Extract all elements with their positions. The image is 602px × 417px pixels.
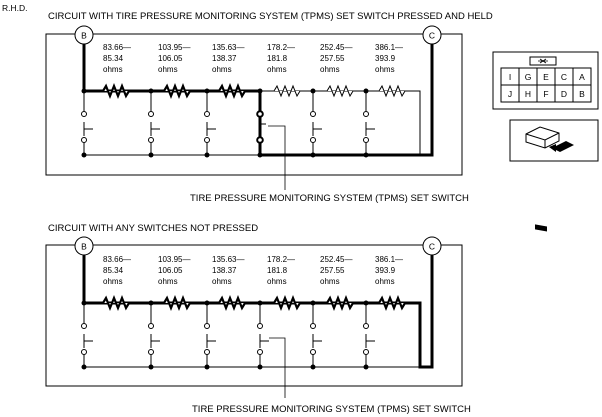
r1-label-line2: 85.34 (103, 266, 124, 275)
circuit-not-pressed-resistor-labels: 83.66— 85.34 ohms 103.95— 106.05 ohms 13… (103, 255, 403, 286)
circuit-pressed-inactive-path (260, 90, 421, 155)
r2-label-line2: 106.05 (158, 54, 183, 63)
circuit-pressed-return-path (258, 44, 434, 157)
terminal-b-top-label: B (81, 31, 87, 41)
page-label: R.H.D. (2, 3, 28, 13)
resistor-5 (326, 84, 354, 98)
circuit-pressed-resistor-labels: 83.66— 85.34 ohms 103.95— 106.05 ohms 13… (103, 43, 403, 74)
circuit-not-pressed-title: CIRCUIT WITH ANY SWITCHES NOT PRESSED (48, 223, 258, 234)
r2-label-line3: ohms (158, 65, 178, 74)
terminal-b-bottom (74, 236, 94, 256)
r1-label-line3: ohms (103, 277, 123, 286)
r6-label-line1: 386.1— (375, 255, 403, 264)
r5-label-line1: 252.45— (320, 43, 352, 52)
resistor-5 (326, 295, 354, 311)
terminal-c-top (422, 25, 442, 45)
terminal-c-top-label: C (429, 31, 435, 41)
pin-label: I (509, 72, 511, 82)
resistor-1 (102, 295, 130, 311)
view-direction-arrow-icon (552, 141, 574, 152)
resistor-4 (273, 84, 301, 98)
r5-label-line1: 252.45— (320, 255, 352, 264)
r4-label-line1: 178.2— (267, 255, 295, 264)
pin-label: B (579, 89, 585, 99)
r1-label-line1: 83.66— (103, 255, 131, 264)
r6-label-line3: ohms (375, 277, 395, 286)
r3-label-line3: ohms (212, 277, 232, 286)
resistor-2 (163, 295, 191, 311)
resistor-4 (273, 295, 301, 311)
resistor-3 (218, 83, 246, 99)
resistor-6 (378, 295, 406, 311)
r3-label-line2: 138.37 (212, 266, 237, 275)
r1-label-line1: 83.66— (103, 43, 131, 52)
terminal-b-top (74, 25, 94, 45)
tpms-set-switch-closed (256, 110, 266, 144)
r5-label-line3: ohms (320, 65, 340, 74)
connector-pin-dividers (501, 68, 591, 102)
circuit-pressed-callout: TIRE PRESSURE MONITORING SYSTEM (TPMS) S… (190, 193, 469, 204)
connector-view-icon (525, 126, 574, 232)
resistor-6 (378, 84, 406, 98)
terminal-c-bottom (422, 236, 442, 256)
r3-label-line1: 135.63— (212, 255, 244, 264)
r2-label-line3: ohms (158, 277, 178, 286)
r2-label-line1: 103.95— (158, 255, 190, 264)
pin-label: A (579, 72, 585, 82)
connector-latch-mark (538, 58, 548, 64)
circuit-pressed-open-switches (81, 91, 375, 155)
r4-label-line2: 181.8 (267, 266, 288, 275)
circuit-not-pressed: CIRCUIT WITH ANY SWITCHES NOT PRESSED (45, 223, 471, 415)
r3-label-line1: 135.63— (212, 43, 244, 52)
circuit-pressed-frame (45, 33, 463, 176)
resistor-1 (102, 83, 130, 99)
pin-label: D (561, 89, 567, 99)
r5-label-line2: 257.55 (320, 54, 345, 63)
circuit-not-pressed-active-path (82, 255, 434, 369)
r6-label-line2: 393.9 (375, 54, 396, 63)
resistor-3 (218, 295, 246, 311)
r5-label-line2: 257.55 (320, 266, 345, 275)
r4-label-line3: ohms (267, 277, 287, 286)
r1-label-line3: ohms (103, 65, 123, 74)
terminal-b-bottom-label: B (81, 242, 87, 252)
circuit-not-pressed-frame (45, 244, 463, 387)
terminal-c-bottom-label: C (429, 242, 435, 252)
r6-label-line3: ohms (375, 65, 395, 74)
pin-label: J (508, 89, 512, 99)
r4-label-line1: 178.2— (267, 43, 295, 52)
circuit-pressed-junctions (81, 88, 369, 158)
r4-label-line2: 181.8 (267, 54, 288, 63)
pin-label: G (525, 72, 532, 82)
circuit-not-pressed-callout: TIRE PRESSURE MONITORING SYSTEM (TPMS) S… (192, 404, 471, 415)
r2-label-line1: 103.95— (158, 43, 190, 52)
r3-label-line2: 138.37 (212, 54, 237, 63)
r1-label-line2: 85.34 (103, 54, 124, 63)
r6-label-line1: 386.1— (375, 43, 403, 52)
circuit-not-pressed-callout-leader (269, 337, 286, 398)
pin-label: F (543, 89, 548, 99)
circuit-pressed: CIRCUIT WITH TIRE PRESSURE MONITORING SY… (45, 11, 493, 204)
connector-diagram: I G E C A J H F D B (492, 51, 599, 232)
r2-label-line2: 106.05 (158, 266, 183, 275)
r4-label-line3: ohms (267, 65, 287, 74)
connector-pin-labels: I G E C A J H F D B (508, 72, 585, 99)
resistor-2 (163, 83, 191, 99)
r5-label-line3: ohms (320, 277, 340, 286)
pin-label: H (525, 89, 531, 99)
r6-label-line2: 393.9 (375, 266, 396, 275)
pin-label: C (561, 72, 567, 82)
circuit-pressed-callout-leader (268, 125, 286, 190)
circuit-not-pressed-junctions (81, 300, 369, 370)
pin-label: E (543, 72, 549, 82)
circuit-not-pressed-open-switches (81, 303, 375, 367)
circuit-pressed-title: CIRCUIT WITH TIRE PRESSURE MONITORING SY… (48, 11, 493, 22)
r3-label-line3: ohms (212, 65, 232, 74)
